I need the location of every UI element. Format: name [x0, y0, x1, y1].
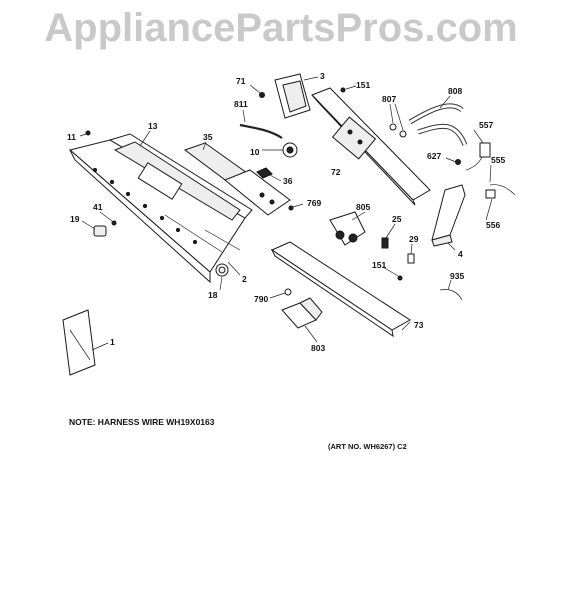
label-790: 790 [254, 294, 268, 304]
label-19: 19 [70, 214, 80, 224]
label-556: 556 [486, 220, 500, 230]
part-790-clip [284, 288, 292, 296]
label-73: 73 [414, 320, 424, 330]
label-71: 71 [236, 76, 246, 86]
part-805-valve [329, 211, 366, 246]
watermark: AppliancePartsPros.com [44, 6, 518, 50]
part-labels: 71 3 151 807 808 811 11 13 35 10 72 557 … [67, 71, 505, 353]
part-41-screw [111, 220, 117, 226]
label-36: 36 [283, 176, 293, 186]
label-25: 25 [392, 214, 402, 224]
label-29: 29 [409, 234, 419, 244]
label-151-lower: 151 [372, 260, 386, 270]
part-71-screw [259, 92, 265, 98]
label-13: 13 [148, 121, 158, 131]
part-11-screw [85, 130, 91, 136]
label-151-top: 151 [356, 80, 370, 90]
part-151-screw-lower [397, 275, 403, 281]
label-769: 769 [307, 198, 321, 208]
part-73-cover [270, 241, 411, 338]
part-803 [281, 297, 323, 329]
label-18: 18 [208, 290, 218, 300]
label-35: 35 [203, 132, 213, 142]
part-3-bracket [274, 73, 311, 119]
label-72: 72 [331, 167, 341, 177]
label-10: 10 [250, 147, 260, 157]
harness-note: NOTE: HARNESS WIRE WH19X0163 [69, 417, 215, 427]
art-number: (ART NO. WH6267) C2 [328, 442, 407, 451]
label-807: 807 [382, 94, 396, 104]
part-1-manual [62, 309, 96, 376]
part-10 [282, 142, 298, 158]
label-1: 1 [110, 337, 115, 347]
label-2: 2 [242, 274, 247, 284]
part-25 [381, 237, 389, 249]
label-41: 41 [93, 202, 103, 212]
part-557 [465, 142, 491, 171]
label-557: 557 [479, 120, 493, 130]
label-803: 803 [311, 343, 325, 353]
part-2-panel-frame [108, 133, 253, 251]
part-627 [455, 159, 461, 165]
label-627: 627 [427, 151, 441, 161]
label-3: 3 [320, 71, 325, 81]
part-808-hoses [408, 103, 468, 147]
part-555-556 [485, 184, 516, 199]
part-935-wire [439, 289, 463, 301]
part-4-bracket [431, 184, 466, 247]
part-151-screw-top [340, 87, 346, 93]
part-36 [256, 167, 273, 179]
label-808: 808 [448, 86, 462, 96]
part-35-subpanel [183, 142, 291, 216]
part-29 [407, 253, 415, 264]
part-19-knob [93, 225, 107, 237]
part-18-knob [215, 263, 229, 277]
label-4: 4 [458, 249, 463, 259]
label-11: 11 [67, 132, 76, 142]
part-811-tube [239, 123, 283, 139]
part-72-backsplash [311, 87, 431, 206]
label-555: 555 [491, 155, 505, 165]
label-935: 935 [450, 271, 464, 281]
part-769-screw [288, 205, 294, 211]
leader-lines [79, 76, 493, 351]
label-805: 805 [356, 202, 370, 212]
label-811: 811 [234, 99, 248, 109]
part-807 [389, 123, 407, 138]
